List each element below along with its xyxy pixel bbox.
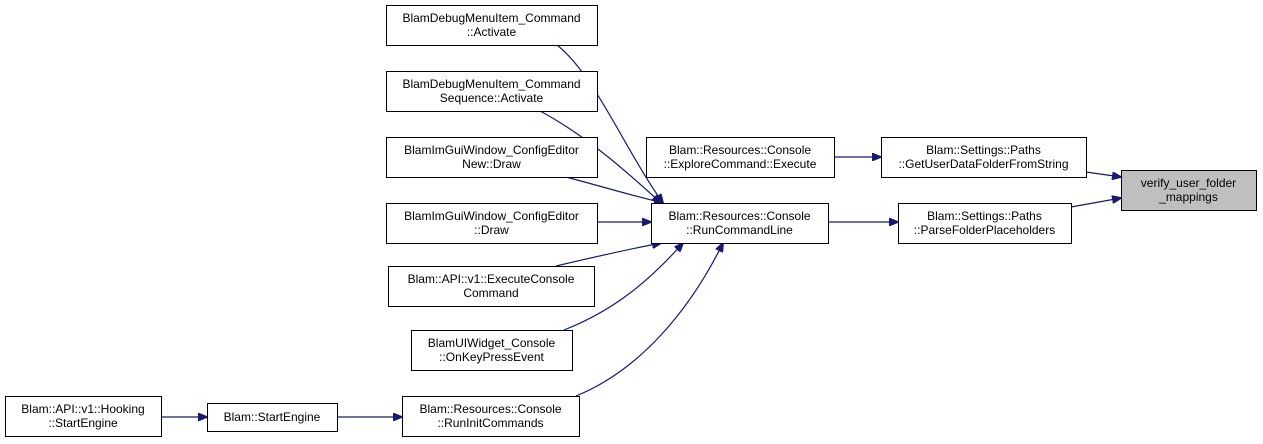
node-box (898, 203, 1072, 244)
node-label: BlamUIWidget_Console (428, 336, 556, 350)
node-box (386, 137, 598, 178)
node-label: ::StartEngine (48, 416, 118, 430)
node-label: BlamImGuiWindow_ConfigEditor (404, 143, 579, 157)
node-runinit[interactable]: Blam::Resources::Console::RunInitCommand… (402, 396, 580, 437)
node-label: BlamDebugMenuItem_Command (402, 77, 580, 91)
node-getuserdata[interactable]: Blam::Settings::Paths::GetUserDataFolder… (881, 137, 1087, 178)
edge-apiexec-to-runcmdline (555, 243, 661, 267)
node-runcmdline[interactable]: Blam::Resources::Console::RunCommandLine (651, 203, 829, 244)
node-box (5, 396, 162, 437)
node-label: Blam::Resources::Console (419, 402, 561, 416)
node-configdraw[interactable]: BlamImGuiWindow_ConfigEditor::Draw (386, 203, 598, 244)
edge-debugmenu-to-runcmdline (556, 44, 663, 203)
node-label: _mappings (1158, 190, 1218, 204)
edges-layer (161, 44, 1121, 417)
node-box (386, 203, 598, 244)
nodes-layer: verify_user_folder_mappingsBlam::Setting… (5, 5, 1257, 437)
node-box (388, 266, 595, 307)
edge-runinit-to-runcmdline (575, 243, 723, 397)
node-label: ::OnKeyPressEvent (439, 350, 544, 364)
node-label: Blam::Resources::Console (669, 143, 811, 157)
node-box (1121, 170, 1257, 211)
node-label: BlamDebugMenuItem_Command (402, 11, 580, 25)
edge-getuserdata-to-root (1085, 171, 1121, 177)
node-label: verify_user_folder (1141, 176, 1236, 190)
node-label: Blam::Settings::Paths (926, 143, 1041, 157)
edge-confignew-to-runcmdline (565, 176, 663, 203)
node-label: ::Activate (467, 25, 517, 39)
node-box (411, 330, 573, 371)
node-debugmenu[interactable]: BlamDebugMenuItem_Command::Activate (386, 5, 598, 46)
node-parsefolder[interactable]: Blam::Settings::Paths::ParseFolderPlaceh… (898, 203, 1072, 244)
edge-parsefolder-to-root (1070, 198, 1121, 208)
node-label: Blam::Resources::Console (668, 209, 810, 223)
node-label: ::RunCommandLine (686, 223, 793, 237)
node-label: Blam::API::v1::ExecuteConsole (408, 272, 575, 286)
node-box (402, 396, 580, 437)
node-box (646, 137, 835, 178)
node-box (651, 203, 829, 244)
node-root[interactable]: verify_user_folder_mappings (1121, 170, 1257, 211)
node-label: Sequence::Activate (440, 91, 544, 105)
node-label: Command (463, 286, 518, 300)
edge-uiwidget-to-runcmdline (563, 243, 683, 331)
node-label: Blam::API::v1::Hooking (21, 402, 144, 416)
node-box (386, 71, 598, 112)
node-startengine[interactable]: Blam::StartEngine (207, 403, 338, 432)
node-explore[interactable]: Blam::Resources::Console::ExploreCommand… (646, 137, 835, 178)
node-label: ::ExploreCommand::Execute (664, 157, 817, 171)
node-hooking[interactable]: Blam::API::v1::Hooking::StartEngine (5, 396, 162, 437)
node-label: New::Draw (462, 157, 521, 171)
node-uiwidget[interactable]: BlamUIWidget_Console::OnKeyPressEvent (411, 330, 573, 371)
node-label: ::ParseFolderPlaceholders (914, 223, 1055, 237)
node-box (881, 137, 1087, 178)
node-label: ::RunInitCommands (437, 416, 543, 430)
node-debugmenuseq[interactable]: BlamDebugMenuItem_CommandSequence::Activ… (386, 71, 598, 112)
edge-debugmenuseq-to-runcmdline (539, 110, 661, 203)
node-label: Blam::Settings::Paths (927, 209, 1042, 223)
node-box (386, 5, 598, 46)
node-box (207, 403, 338, 432)
node-label: ::GetUserDataFolderFromString (898, 157, 1068, 171)
node-label: ::Draw (474, 223, 509, 237)
node-label: BlamImGuiWindow_ConfigEditor (404, 209, 579, 223)
node-label: Blam::StartEngine (224, 410, 321, 424)
